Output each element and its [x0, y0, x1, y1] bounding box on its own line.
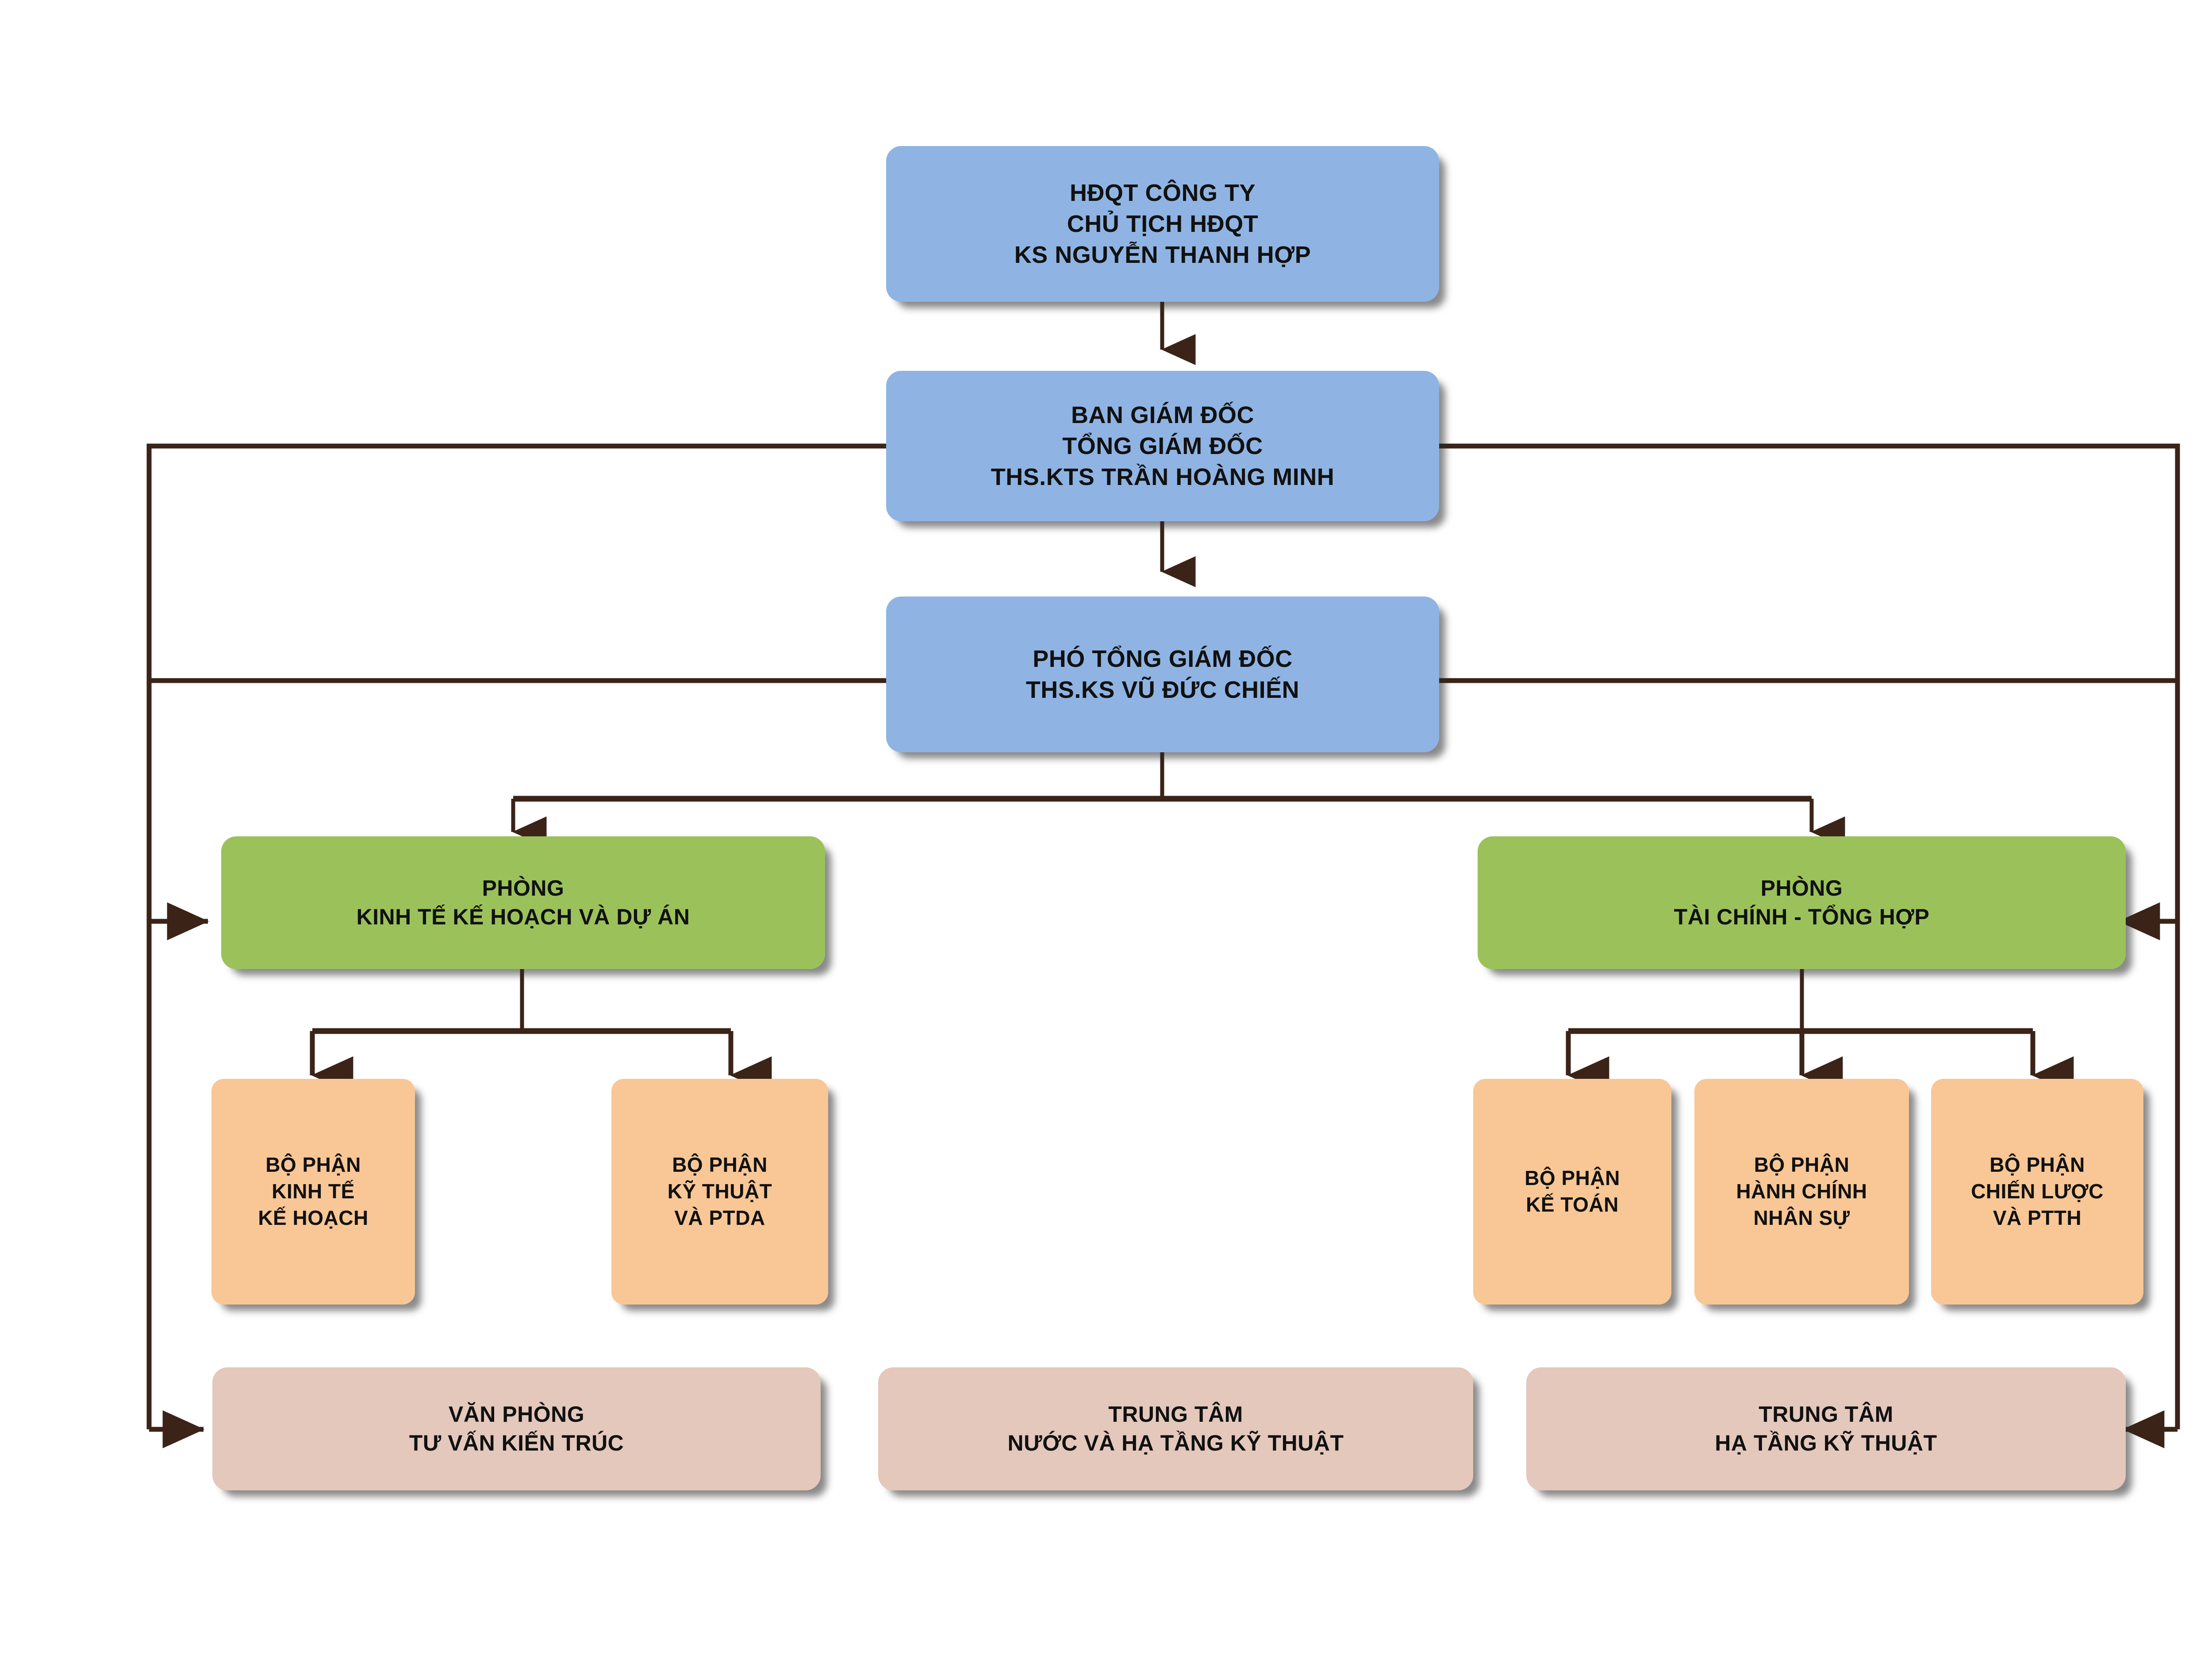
unit-accounting-line-1: BỘ PHẬN: [1525, 1166, 1620, 1190]
node-unit-technical-pm[interactable]: BỘ PHẬN KỸ THUẬT VÀ PTDA: [611, 1079, 828, 1305]
unit-strategy-line-3: VÀ PTTH: [1993, 1206, 2082, 1229]
node-dept-finance[interactable]: PHÒNG TÀI CHÍNH - TỔNG HỢP: [1478, 836, 2126, 969]
unit-economics-line-3: KẾ HOẠCH: [258, 1206, 369, 1229]
deputy-director-line-2: THS.KS VŨ ĐỨC CHIẾN: [1025, 677, 1300, 703]
node-center-technical-infrastructure[interactable]: TRUNG TÂM HẠ TẦNG KỸ THUẬT: [1526, 1367, 2126, 1490]
dept-planning-line-2: KINH TẾ KẾ HOẠCH VÀ DỰ ÁN: [356, 904, 690, 929]
node-unit-admin-hr[interactable]: BỘ PHẬN HÀNH CHÍNH NHÂN SỰ: [1694, 1079, 1909, 1305]
center-water-line-2: NƯỚC VÀ HẠ TẦNG KỸ THUẬT: [1007, 1431, 1344, 1455]
dept-finance-line-1: PHÒNG: [1760, 876, 1843, 901]
unit-strategy-line-1: BỘ PHẬN: [1989, 1153, 2085, 1177]
node-unit-strategy-development[interactable]: BỘ PHẬN CHIẾN LƯỢC VÀ PTTH: [1931, 1079, 2143, 1305]
node-unit-economics-planning[interactable]: BỘ PHẬN KINH TẾ KẾ HOẠCH: [211, 1079, 415, 1305]
node-office-architecture-consulting[interactable]: VĂN PHÒNG TƯ VẤN KIẾN TRÚC: [212, 1367, 821, 1490]
unit-admin-hr-line-1: BỘ PHẬN: [1754, 1153, 1850, 1177]
node-deputy-director[interactable]: PHÓ TỔNG GIÁM ĐỐC THS.KS VŨ ĐỨC CHIẾN: [886, 597, 1439, 752]
center-infra-line-1: TRUNG TÂM: [1759, 1402, 1893, 1427]
director-board-line-2: TỔNG GIÁM ĐỐC: [1062, 432, 1263, 459]
board-line-2: CHỦ TỊCH HĐQT: [1067, 210, 1259, 237]
board-line-1: HĐQT CÔNG TY: [1070, 179, 1256, 206]
edge-deputy-to-departments: [511, 752, 1845, 848]
deputy-director-line-1: PHÓ TỔNG GIÁM ĐỐC: [1033, 645, 1293, 672]
edge-finance-to-units: [1566, 969, 2074, 1094]
board-line-3: KS NGUYỄN THANH HỢP: [1014, 242, 1311, 269]
dept-planning-line-1: PHÒNG: [482, 876, 565, 901]
unit-admin-hr-line-3: NHÂN SỰ: [1753, 1206, 1850, 1229]
node-director-board[interactable]: BAN GIÁM ĐỐC TỔNG GIÁM ĐỐC THS.KTS TRẦN …: [886, 371, 1439, 521]
edge-planning-to-units: [310, 969, 772, 1094]
unit-accounting-line-2: KẾ TOÁN: [1526, 1193, 1619, 1216]
office-architecture-line-2: TƯ VẤN KIẾN TRÚC: [409, 1431, 624, 1455]
node-unit-accounting[interactable]: BỘ PHẬN KẾ TOÁN: [1473, 1079, 1671, 1305]
director-board-line-3: THS.KTS TRẦN HOÀNG MINH: [991, 464, 1335, 491]
unit-technical-line-1: BỘ PHẬN: [672, 1153, 768, 1177]
office-architecture-line-1: VĂN PHÒNG: [448, 1402, 585, 1427]
unit-strategy-line-2: CHIẾN LƯỢC: [1971, 1180, 2104, 1203]
unit-economics-line-2: KINH TẾ: [272, 1180, 355, 1203]
node-board-of-directors[interactable]: HĐQT CÔNG TY CHỦ TỊCH HĐQT KS NGUYỄN THA…: [886, 146, 1439, 302]
unit-technical-line-3: VÀ PTDA: [674, 1206, 765, 1229]
dept-finance-line-2: TÀI CHÍNH - TỔNG HỢP: [1674, 904, 1930, 929]
node-dept-planning[interactable]: PHÒNG KINH TẾ KẾ HOẠCH VÀ DỰ ÁN: [221, 836, 825, 969]
unit-technical-line-2: KỸ THUẬT: [667, 1180, 772, 1203]
center-infra-line-2: HẠ TẦNG KỸ THUẬT: [1715, 1431, 1937, 1455]
node-center-water-infrastructure[interactable]: TRUNG TÂM NƯỚC VÀ HẠ TẦNG KỸ THUẬT: [878, 1367, 1473, 1490]
center-water-line-1: TRUNG TÂM: [1108, 1402, 1243, 1427]
unit-admin-hr-line-2: HÀNH CHÍNH: [1736, 1180, 1867, 1203]
director-board-line-1: BAN GIÁM ĐỐC: [1071, 401, 1254, 428]
unit-economics-line-1: BỘ PHẬN: [265, 1153, 361, 1177]
